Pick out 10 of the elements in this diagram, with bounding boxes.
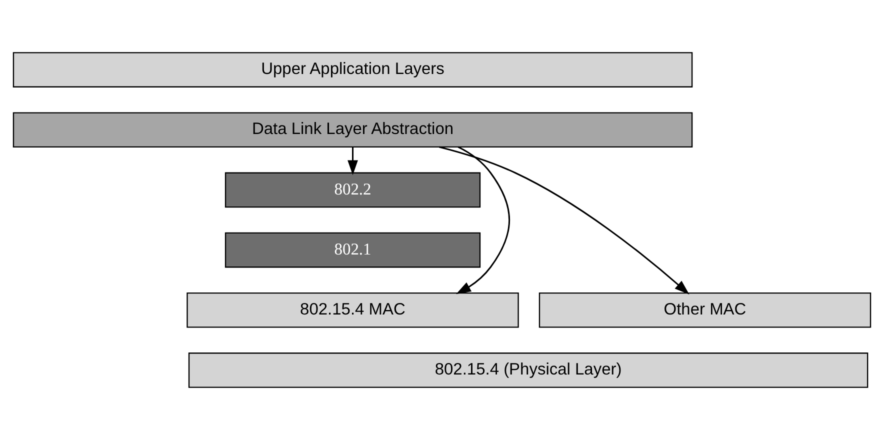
node-box: Other MAC	[538, 292, 872, 328]
arrow	[456, 146, 510, 294]
node-box: Data Link Layer Abstraction	[12, 112, 693, 148]
node-box: 802.1	[224, 232, 481, 268]
node-box: 802.2	[224, 172, 481, 208]
arrow	[348, 146, 358, 175]
node-box: 802.15.4 (Physical Layer)	[188, 352, 868, 388]
node-box: 802.15.4 MAC	[186, 292, 519, 328]
arrow	[439, 146, 690, 294]
node-box: Upper Application Layers	[12, 52, 693, 87]
